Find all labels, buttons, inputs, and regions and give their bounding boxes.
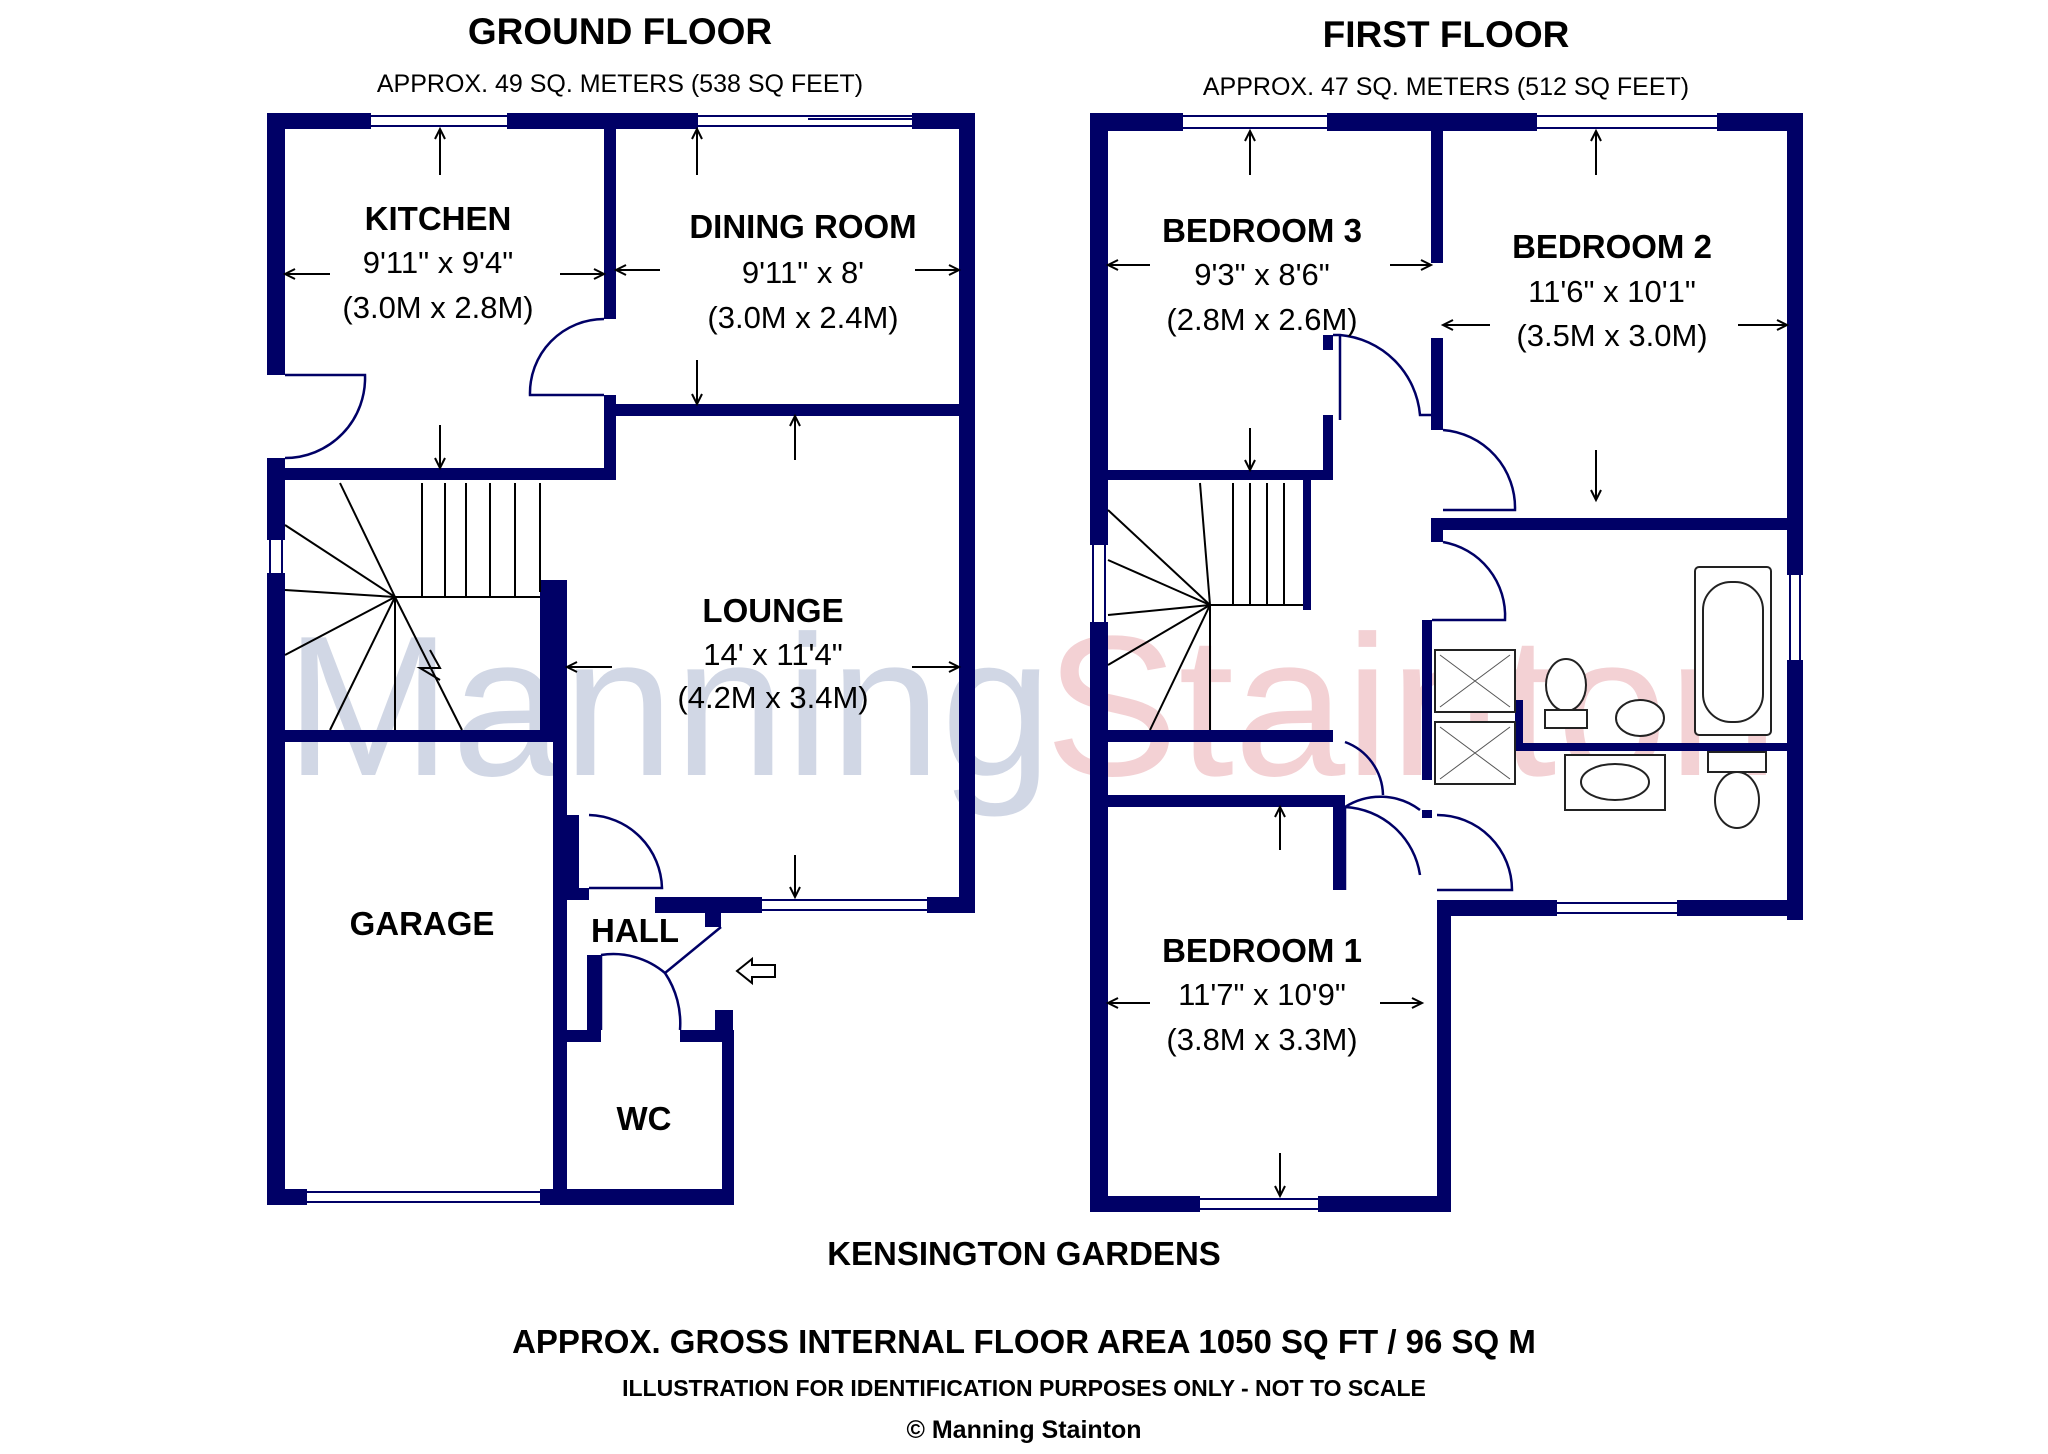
bedroom-1-label: BEDROOM 1 11'7" x 10'9" (3.8M x 3.3M): [1162, 932, 1362, 1057]
bedroom2-metric: (3.5M x 3.0M): [1516, 318, 1707, 353]
wc-name: WC: [617, 1100, 672, 1137]
dining-room-label: DINING ROOM 9'11" x 8' (3.0M x 2.4M): [689, 208, 916, 335]
first-floor-stairs: [1107, 482, 1303, 731]
kitchen-metric: (3.0M x 2.8M): [342, 290, 533, 325]
first-floor-doors: [1333, 333, 1517, 892]
bedroom1-metric: (3.8M x 3.3M): [1166, 1022, 1357, 1057]
kitchen-label: KITCHEN 9'11" x 9'4" (3.0M x 2.8M): [342, 200, 533, 325]
gross-area: APPROX. GROSS INTERNAL FLOOR AREA 1050 S…: [512, 1323, 1536, 1360]
toilet-2: [1714, 771, 1760, 829]
kitchen-imperial: 9'11" x 9'4": [363, 245, 513, 280]
hall-name: HALL: [591, 912, 679, 949]
dining-imperial: 9'11" x 8': [742, 255, 864, 290]
lounge-imperial: 14' x 11'4": [703, 637, 842, 672]
first-floor-windows: [1092, 115, 1801, 1210]
bedroom1-name: BEDROOM 1: [1162, 932, 1362, 969]
bedroom2-name: BEDROOM 2: [1512, 228, 1712, 265]
first-floor-walls: [1090, 113, 1803, 1212]
property-name: KENSINGTON GARDENS: [827, 1235, 1221, 1272]
bathroom-fixtures: [1434, 566, 1772, 829]
toilet-1: [1545, 658, 1587, 712]
dining-metric: (3.0M x 2.4M): [707, 300, 898, 335]
lounge-name: LOUNGE: [702, 592, 843, 629]
first-floor-title: FIRST FLOOR: [1323, 14, 1570, 55]
ground-floor-area: APPROX. 49 SQ. METERS (538 SQ FEET): [377, 70, 863, 98]
kitchen-name: KITCHEN: [365, 200, 512, 237]
bedroom3-name: BEDROOM 3: [1162, 212, 1362, 249]
dining-name: DINING ROOM: [689, 208, 916, 245]
copyright: © Manning Stainton: [906, 1416, 1141, 1444]
watermark-stainton: Stainton: [1045, 595, 1779, 818]
basin-1: [1615, 699, 1665, 737]
first-floor-area: APPROX. 47 SQ. METERS (512 SQ FEET): [1203, 73, 1689, 101]
watermark-manning: Manning: [285, 595, 1052, 818]
disclaimer: ILLUSTRATION FOR IDENTIFICATION PURPOSES…: [622, 1375, 1426, 1401]
ground-floor-doors: [284, 317, 722, 1031]
bedroom1-imperial: 11'7" x 10'9": [1178, 977, 1346, 1012]
first-floor-dimension-arrows: [1105, 128, 1790, 1199]
bedroom2-imperial: 11'6" x 10'1": [1528, 274, 1696, 309]
lounge-label: LOUNGE 14' x 11'4" (4.2M x 3.4M): [677, 592, 868, 715]
ground-floor-title: GROUND FLOOR: [468, 11, 772, 52]
ground-floor-windows: [269, 115, 927, 1203]
garage-name: GARAGE: [350, 905, 495, 942]
bedroom-2-label: BEDROOM 2 11'6" x 10'1" (3.5M x 3.0M): [1512, 228, 1712, 353]
toilet-2-cistern: [1707, 751, 1767, 773]
bedroom3-metric: (2.8M x 2.6M): [1166, 302, 1357, 337]
lounge-metric: (4.2M x 3.4M): [677, 680, 868, 715]
bedroom-3-label: BEDROOM 3 9'3" x 8'6" (2.8M x 2.6M): [1162, 212, 1362, 337]
ground-floor-walls: [267, 113, 975, 1205]
bedroom3-imperial: 9'3" x 8'6": [1194, 257, 1330, 292]
ground-floor-stairs: [284, 482, 541, 731]
front-door-arrow: [735, 956, 776, 986]
ground-floor-dimension-arrows: [282, 126, 962, 900]
